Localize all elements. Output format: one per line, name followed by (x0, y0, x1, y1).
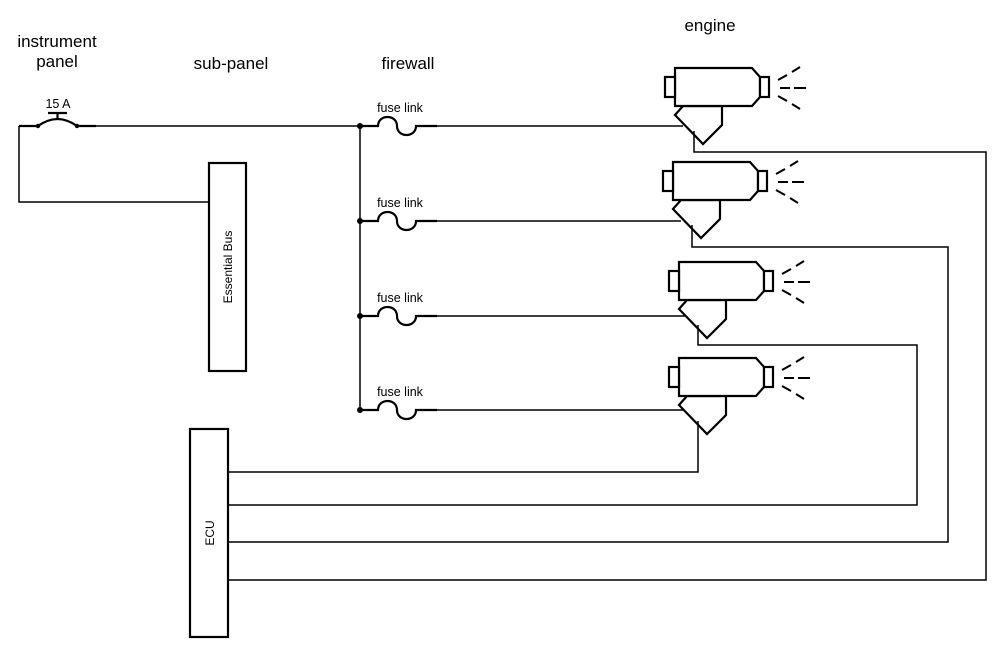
injector-connector (677, 298, 728, 340)
injector-4 (437, 356, 810, 436)
spray-icon (775, 160, 804, 204)
spray-dash (789, 160, 799, 167)
wire-injector-3-to-ecu (228, 325, 918, 506)
fuse-link-label: fuse link (377, 385, 424, 399)
injectors (437, 66, 810, 436)
injector-connector (673, 104, 724, 146)
fuse-link-2: fuse link (357, 196, 437, 232)
fuse-link-4: fuse link (357, 385, 437, 421)
essential-bus-label: Essential Bus (221, 231, 235, 304)
spray-icon (777, 66, 806, 110)
zone-label-firewall: firewall (382, 54, 435, 73)
injector-body (677, 356, 766, 398)
fuse-symbol (360, 115, 437, 137)
fuse-symbol (360, 399, 437, 421)
injector-nozzle (762, 269, 775, 293)
wire-injector-4-to-ecu (228, 421, 699, 473)
injector-nozzle (758, 75, 771, 99)
spray-dash (775, 189, 786, 196)
essential-bus: Essential Bus (207, 161, 248, 373)
injector-inlet-cap (661, 169, 675, 193)
spray-dash (789, 197, 799, 204)
wire-injector-1-to-ecu (228, 131, 987, 581)
spray-dash (795, 356, 805, 363)
wire-bus-to-breaker (18, 126, 209, 203)
spray-dash (781, 268, 792, 275)
spray-dash (775, 168, 786, 175)
fuse-symbol (360, 210, 437, 232)
injector-connector (677, 394, 728, 436)
wire-injector-2-to-ecu (228, 225, 949, 543)
fuse-link-3: fuse link (357, 291, 437, 327)
spray-icon (781, 260, 810, 304)
circuit-breaker: 15 A (19, 97, 96, 129)
injector-nozzle (762, 365, 775, 389)
injector-body (677, 260, 766, 302)
breaker-rating-label: 15 A (45, 97, 71, 111)
spray-dash (781, 385, 792, 392)
zone-label-sub-panel: sub-panel (194, 54, 269, 73)
fuse-links: fuse link fuse link fuse link fuse link (357, 101, 437, 421)
injector-nozzle (756, 169, 769, 193)
injector-inlet-cap (667, 365, 681, 389)
breaker-contact-arm (37, 117, 78, 127)
fuse-link-1: fuse link (357, 101, 437, 137)
injector-body (671, 160, 760, 202)
spray-dash (781, 364, 792, 371)
spray-icon (781, 356, 810, 400)
ecu: ECU (188, 427, 230, 639)
spray-dash (777, 74, 788, 81)
essential-bus-box (207, 161, 248, 373)
spray-dash (781, 289, 792, 296)
ecu-box (188, 427, 230, 639)
injector-inlet-cap (667, 269, 681, 293)
fuse-symbol (360, 305, 437, 327)
spray-dash (777, 95, 788, 102)
ecu-label: ECU (203, 520, 217, 545)
injector-inlet-cap (663, 75, 677, 99)
fuse-link-label: fuse link (377, 196, 424, 210)
zone-label-engine: engine (684, 16, 735, 35)
zone-label-instrument-panel-line2: panel (36, 52, 78, 71)
injector-3 (437, 260, 810, 340)
fuse-link-label: fuse link (377, 101, 424, 115)
spray-dash (795, 260, 805, 267)
spray-dash (795, 393, 805, 400)
injector-1 (437, 66, 806, 146)
injector-connector (671, 198, 722, 240)
spray-dash (791, 103, 801, 110)
zone-label-instrument-panel-line1: instrument (17, 32, 97, 51)
injector-body (673, 66, 762, 108)
injector-2 (437, 160, 804, 240)
fuse-link-label: fuse link (377, 291, 424, 305)
spray-dash (795, 297, 805, 304)
spray-dash (791, 66, 801, 73)
